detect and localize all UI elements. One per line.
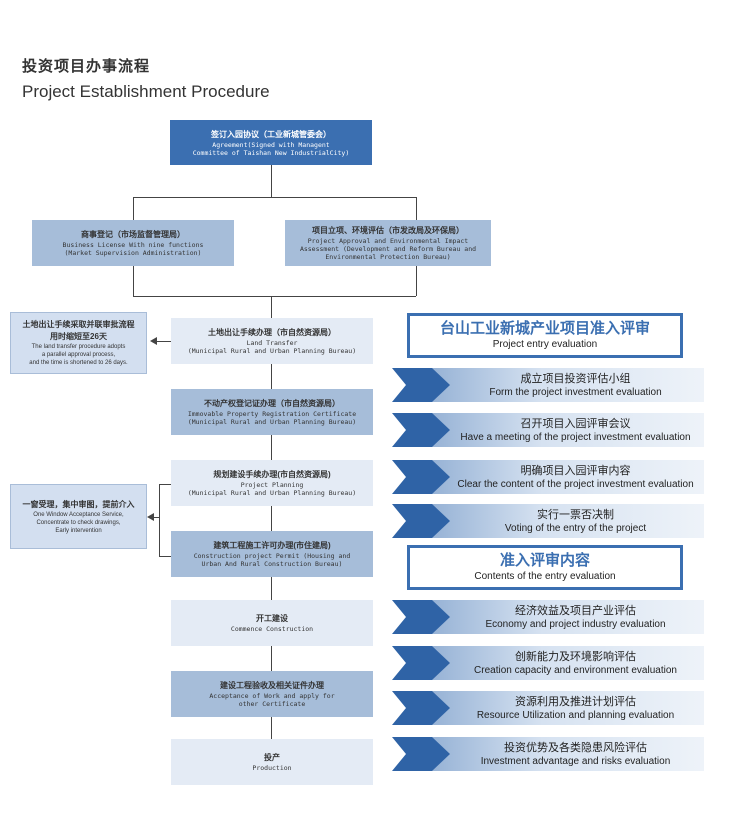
main-step-project-planning: 规划建设手续办理(市自然资源局) Project Planning (Munic…	[171, 460, 373, 506]
main-step-commence-construction: 开工建设 Commence Construction	[171, 600, 373, 646]
entry-step: 明确项目入园评审内容 Clear the content of the proj…	[392, 460, 704, 494]
content-step-cn: 创新能力及环境影响评估	[515, 650, 636, 663]
connector	[271, 435, 272, 460]
side-window-box: 一窗受理，集中审图，提前介入 One Window Acceptance Ser…	[10, 484, 147, 549]
page-title-en: Project Establishment Procedure	[22, 82, 270, 101]
connector	[133, 266, 134, 296]
main-step-land-transfer: 土地出让手续办理（市自然资源局） Land Transfer (Municipa…	[171, 318, 373, 364]
content-step-cn: 资源利用及推进计划评估	[515, 695, 636, 708]
main-step-property-certificate: 不动产权登记证办理（市自然资源局） Immovable Property Reg…	[171, 389, 373, 435]
chevron-right-icon	[392, 646, 450, 680]
content-step: 资源利用及推进计划评估 Resource Utilization and pla…	[392, 691, 704, 725]
content-step-en: Creation capacity and environment evalua…	[474, 664, 677, 676]
side-land-en: The land transfer procedure adopts a par…	[29, 344, 128, 366]
main-step-construction-permit: 建筑工程施工许可办理(市住建局) Construction project Pe…	[171, 531, 373, 577]
bracket-line	[159, 556, 171, 557]
chevron-right-icon	[392, 600, 450, 634]
main-step-en: Acceptance of Work and apply for other C…	[209, 692, 335, 708]
entry-evaluation-header: 台山工业新城产业项目准入评审 Project entry evaluation	[407, 313, 683, 358]
contents-evaluation-en: Contents of the entry evaluation	[474, 571, 616, 582]
side-land-cn1: 土地出让手续采取并联审批流程	[22, 320, 135, 329]
entry-step-cn: 明确项目入园评审内容	[520, 464, 631, 477]
agreement-box: 签订入园协议（工业新城管委会） Agreement(Signed with Ma…	[170, 120, 372, 165]
entry-step-en: Form the project investment evaluation	[489, 386, 662, 398]
main-step-cn: 规划建设手续办理(市自然资源局)	[213, 470, 331, 479]
main-step-en: Project Planning (Municipal Rural and Ur…	[187, 481, 357, 497]
entry-step: 实行一票否决制 Voting of the entry of the proje…	[392, 504, 704, 538]
chevron-right-icon	[392, 460, 450, 494]
main-step-production: 投产 Production	[171, 739, 373, 785]
entry-evaluation-cn: 台山工业新城产业项目准入评审	[439, 320, 650, 337]
project-approval-cn: 项目立项、环境评估（市发改局及环保局）	[312, 226, 464, 235]
arrow-left-icon	[147, 513, 154, 521]
connector	[133, 296, 416, 297]
connector	[271, 364, 272, 389]
main-step-acceptance: 建设工程验收及相关证件办理 Acceptance of Work and app…	[171, 671, 373, 717]
main-step-cn: 开工建设	[256, 614, 288, 623]
side-land-transfer-box: 土地出让手续采取并联审批流程 用时缩短至26天 The land transfe…	[10, 312, 147, 374]
content-step-cn: 投资优势及各类隐患风险评估	[504, 741, 647, 754]
bracket-line	[159, 484, 160, 556]
entry-step-cn: 召开项目入园评审会议	[520, 417, 631, 430]
content-step-cn: 经济效益及项目产业评估	[515, 604, 636, 617]
connector	[271, 717, 272, 739]
content-step-en: Investment advantage and risks evaluatio…	[480, 755, 671, 767]
project-approval-box: 项目立项、环境评估（市发改局及环保局） Project Approval and…	[285, 220, 491, 266]
entry-evaluation-en: Project entry evaluation	[492, 339, 598, 350]
project-approval-en: Project Approval and Environmental Impac…	[299, 237, 477, 261]
entry-step-cn: 成立项目投资评估小组	[520, 372, 631, 385]
business-license-box: 商事登记（市场监督管理局） Business License With nine…	[32, 220, 234, 266]
contents-evaluation-cn: 准入评审内容	[499, 552, 590, 569]
connector	[133, 197, 416, 198]
chevron-right-icon	[392, 368, 450, 402]
main-step-cn: 建筑工程施工许可办理(市住建局)	[213, 541, 331, 550]
side-window-cn: 一窗受理，集中审图，提前介入	[22, 499, 135, 509]
connector	[416, 266, 417, 296]
bracket-line	[159, 484, 171, 485]
connector	[416, 197, 417, 220]
content-step: 创新能力及环境影响评估 Creation capacity and enviro…	[392, 646, 704, 680]
main-step-cn: 投产	[264, 753, 280, 762]
chevron-right-icon	[392, 691, 450, 725]
business-license-cn: 商事登记（市场监督管理局）	[81, 230, 185, 239]
main-step-cn: 不动产权登记证办理（市自然资源局）	[204, 399, 340, 408]
main-step-en: Land Transfer (Municipal Rural and Urban…	[187, 339, 357, 355]
entry-step: 成立项目投资评估小组 Form the project investment e…	[392, 368, 704, 402]
connector	[271, 506, 272, 531]
entry-step-en: Clear the content of the project investm…	[457, 478, 694, 490]
content-step-en: Resource Utilization and planning evalua…	[476, 709, 675, 721]
side-land-cn2: 用时缩短至26天	[50, 332, 107, 341]
chevron-right-icon	[392, 413, 450, 447]
content-step: 投资优势及各类隐患风险评估 Investment advantage and r…	[392, 737, 704, 771]
main-step-en: Construction project Permit (Housing and…	[193, 552, 351, 568]
business-license-en: Business License With nine functions (Ma…	[62, 241, 204, 257]
connector	[271, 646, 272, 671]
connector	[153, 517, 160, 518]
entry-step-en: Voting of the entry of the project	[504, 522, 647, 534]
main-step-en: Commence Construction	[230, 625, 314, 633]
chevron-right-icon	[392, 504, 450, 538]
entry-step-cn: 实行一票否决制	[537, 508, 614, 521]
agreement-cn: 签订入园协议（工业新城管委会）	[211, 129, 331, 139]
content-step: 经济效益及项目产业评估 Economy and project industry…	[392, 600, 704, 634]
connector	[271, 165, 272, 197]
main-step-en: Immovable Property Registration Certific…	[187, 410, 357, 426]
main-step-cn: 建设工程验收及相关证件办理	[220, 681, 324, 690]
connector	[133, 197, 134, 220]
arrow-left-icon	[150, 337, 157, 345]
main-step-en: Production	[252, 764, 292, 772]
main-step-cn: 土地出让手续办理（市自然资源局）	[208, 328, 336, 337]
agreement-en: Agreement(Signed with Managent Committee…	[192, 140, 350, 157]
page-title-cn: 投资项目办事流程	[22, 58, 151, 75]
chevron-right-icon	[392, 737, 450, 771]
entry-step-en: Have a meeting of the project investment…	[460, 431, 691, 443]
contents-evaluation-header: 准入评审内容 Contents of the entry evaluation	[407, 545, 683, 590]
side-window-en: One Window Acceptance Service, Concentra…	[33, 511, 124, 534]
entry-step: 召开项目入园评审会议 Have a meeting of the project…	[392, 413, 704, 447]
content-step-en: Economy and project industry evaluation	[485, 618, 666, 630]
connector	[271, 296, 272, 318]
connector	[271, 577, 272, 600]
connector	[157, 341, 171, 342]
